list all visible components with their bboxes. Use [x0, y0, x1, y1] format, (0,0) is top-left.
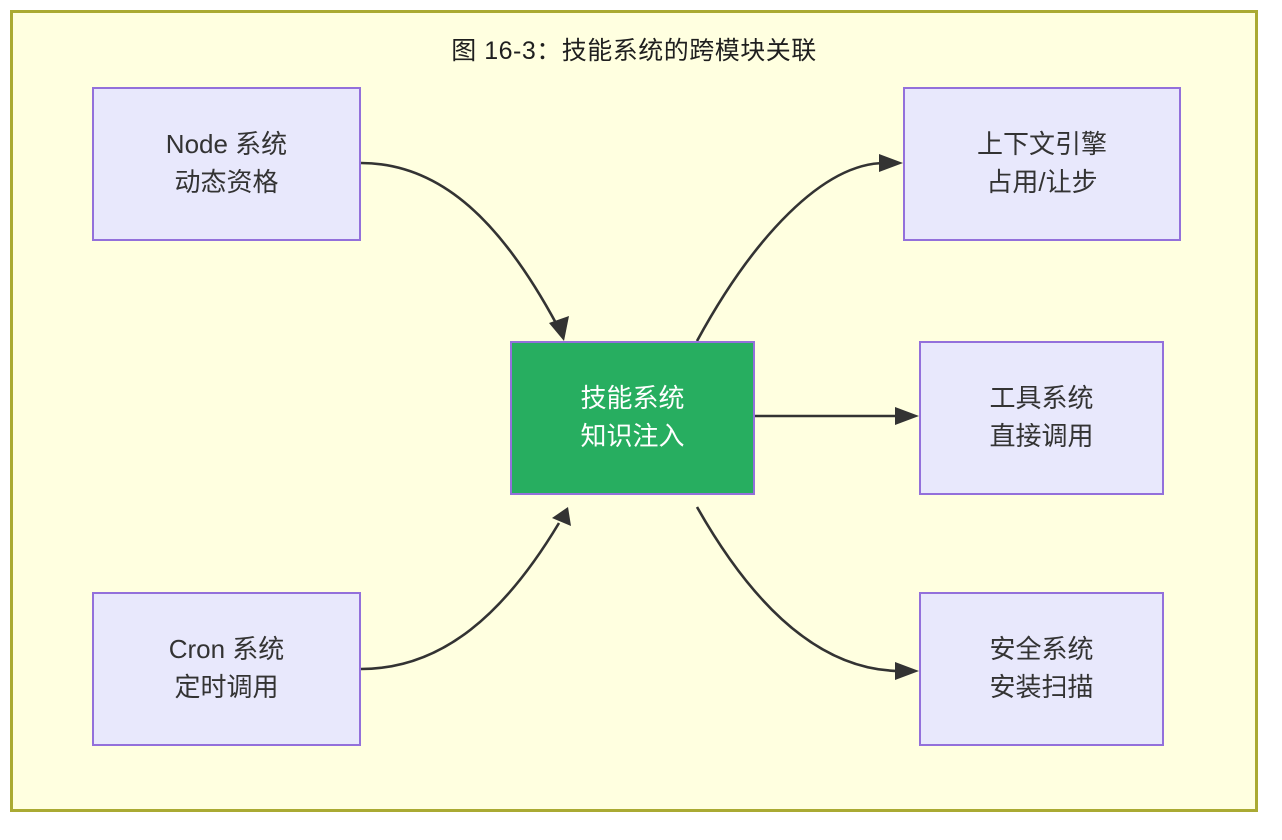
edge-skill-to-tool — [755, 407, 919, 425]
diagram-frame: 图 16-3：技能系统的跨模块关联 Node 系统 动态资格 — [10, 10, 1258, 812]
page-title: 图 16-3：技能系统的跨模块关联 — [451, 37, 817, 65]
node-skill-system-line1: 技能系统 — [580, 383, 685, 414]
node-cron-system-line2: 定时调用 — [174, 672, 279, 702]
node-security-system-line2: 安装扫描 — [989, 672, 1094, 702]
node-skill-system-line2: 知识注入 — [580, 421, 685, 451]
node-context-engine-line2: 占用/让步 — [986, 167, 1098, 197]
node-context-engine-line1: 上下文引擎 — [976, 129, 1107, 160]
edge-node-to-skill — [360, 161, 569, 341]
node-tool-system[interactable]: 工具系统 直接调用 — [919, 341, 1164, 495]
node-skill-system[interactable]: 技能系统 知识注入 — [510, 341, 755, 495]
node-security-system-line1: 安全系统 — [989, 634, 1094, 665]
node-security-system[interactable]: 安全系统 安装扫描 — [919, 592, 1164, 746]
edge-skill-to-security — [695, 506, 919, 680]
node-node-system-line2: 动态资格 — [174, 167, 279, 197]
edge-cron-to-skill — [360, 507, 571, 671]
node-tool-system-line1: 工具系统 — [989, 383, 1094, 414]
edge-skill-to-context — [695, 154, 903, 342]
node-context-engine[interactable]: 上下文引擎 占用/让步 — [903, 87, 1181, 241]
node-cron-system[interactable]: Cron 系统 定时调用 — [92, 592, 361, 746]
node-cron-system-line1: Cron 系统 — [168, 634, 285, 665]
node-node-system[interactable]: Node 系统 动态资格 — [92, 87, 361, 241]
node-node-system-line1: Node 系统 — [165, 129, 288, 160]
node-tool-system-line2: 直接调用 — [989, 421, 1094, 451]
